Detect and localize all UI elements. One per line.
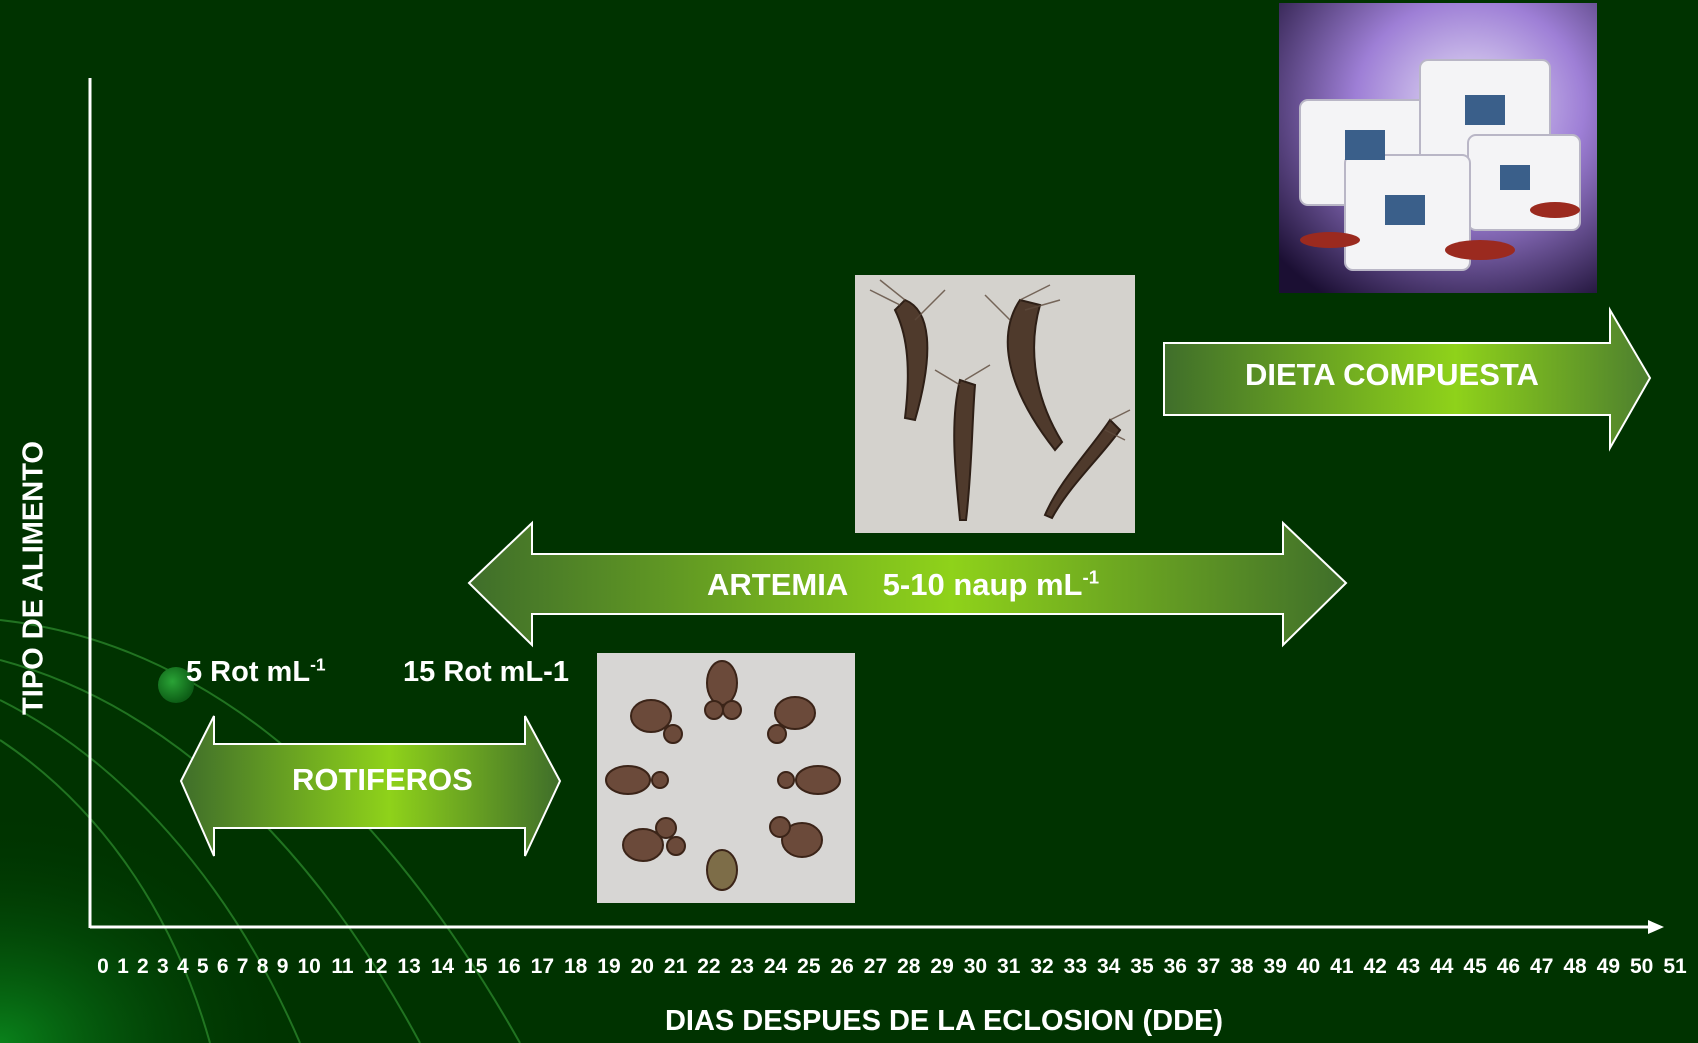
x-tick-label: 21 — [664, 955, 687, 979]
x-tick-label: 13 — [397, 955, 420, 979]
artemia-photo — [855, 275, 1135, 533]
x-tick-label: 8 — [257, 955, 269, 979]
x-tick-label: 26 — [830, 955, 853, 979]
x-tick-label: 31 — [997, 955, 1020, 979]
x-tick-label: 6 — [217, 955, 229, 979]
x-tick-label: 36 — [1164, 955, 1187, 979]
x-tick-label: 47 — [1530, 955, 1553, 979]
x-tick-label: 19 — [597, 955, 620, 979]
x-tick-label: 40 — [1297, 955, 1320, 979]
x-tick-label: 3 — [157, 955, 169, 979]
x-tick-label: 0 — [97, 955, 109, 979]
x-tick-label: 42 — [1363, 955, 1386, 979]
x-tick-label: 46 — [1497, 955, 1520, 979]
x-tick-label: 11 — [331, 955, 353, 979]
x-tick-label: 48 — [1563, 955, 1586, 979]
y-axis-title: TIPO DE ALIMENTO — [18, 441, 51, 715]
x-tick-label: 30 — [964, 955, 987, 979]
x-tick-label: 25 — [797, 955, 820, 979]
x-tick-label: 24 — [764, 955, 787, 979]
compound-feed-photo — [1279, 3, 1597, 293]
x-tick-label: 28 — [897, 955, 920, 979]
x-tick-label: 43 — [1397, 955, 1420, 979]
dieta-compuesta-label: DIETA COMPUESTA — [1245, 357, 1539, 393]
x-tick-label: 5 — [197, 955, 209, 979]
x-tick-label: 18 — [564, 955, 587, 979]
x-tick-label: 15 — [464, 955, 487, 979]
x-tick-label: 14 — [431, 955, 454, 979]
x-tick-label: 23 — [731, 955, 754, 979]
x-tick-label: 34 — [1097, 955, 1120, 979]
x-tick-label: 39 — [1264, 955, 1287, 979]
rotifer-density-low-label: 5 Rot mL-1 — [186, 656, 326, 689]
x-tick-label: 17 — [531, 955, 554, 979]
rotifer-density-high-label: 15 Rot mL-1 — [403, 656, 569, 689]
x-tick-label: 16 — [497, 955, 520, 979]
x-tick-label: 45 — [1463, 955, 1486, 979]
x-tick-label: 32 — [1030, 955, 1053, 979]
x-tick-label: 1 — [117, 955, 129, 979]
x-tick-label: 49 — [1597, 955, 1620, 979]
x-tick-label: 22 — [697, 955, 720, 979]
x-tick-label: 4 — [177, 955, 189, 979]
x-tick-label: 51 — [1663, 955, 1686, 979]
x-tick-label: 44 — [1430, 955, 1453, 979]
x-tick-label: 33 — [1064, 955, 1087, 979]
x-axis-arrowhead — [1648, 920, 1664, 934]
x-tick-label: 2 — [137, 955, 149, 979]
x-tick-label: 50 — [1630, 955, 1653, 979]
x-tick-label: 20 — [631, 955, 654, 979]
x-tick-label: 37 — [1197, 955, 1220, 979]
x-axis-title: DIAS DESPUES DE LA ECLOSION (DDE) — [0, 1005, 1698, 1038]
x-tick-label: 9 — [277, 955, 289, 979]
x-tick-label: 29 — [930, 955, 953, 979]
x-tick-label: 7 — [237, 955, 249, 979]
x-tick-label: 38 — [1230, 955, 1253, 979]
x-tick-label: 10 — [297, 955, 320, 979]
rotiferos-label: ROTIFEROS — [292, 762, 473, 798]
rotifer-photo — [597, 653, 855, 903]
artemia-label: ARTEMIA 5-10 naup mL-1 — [707, 567, 1099, 603]
x-tick-label: 27 — [864, 955, 887, 979]
x-tick-label: 12 — [364, 955, 387, 979]
x-tick-label: 41 — [1330, 955, 1353, 979]
x-tick-label: 35 — [1130, 955, 1153, 979]
